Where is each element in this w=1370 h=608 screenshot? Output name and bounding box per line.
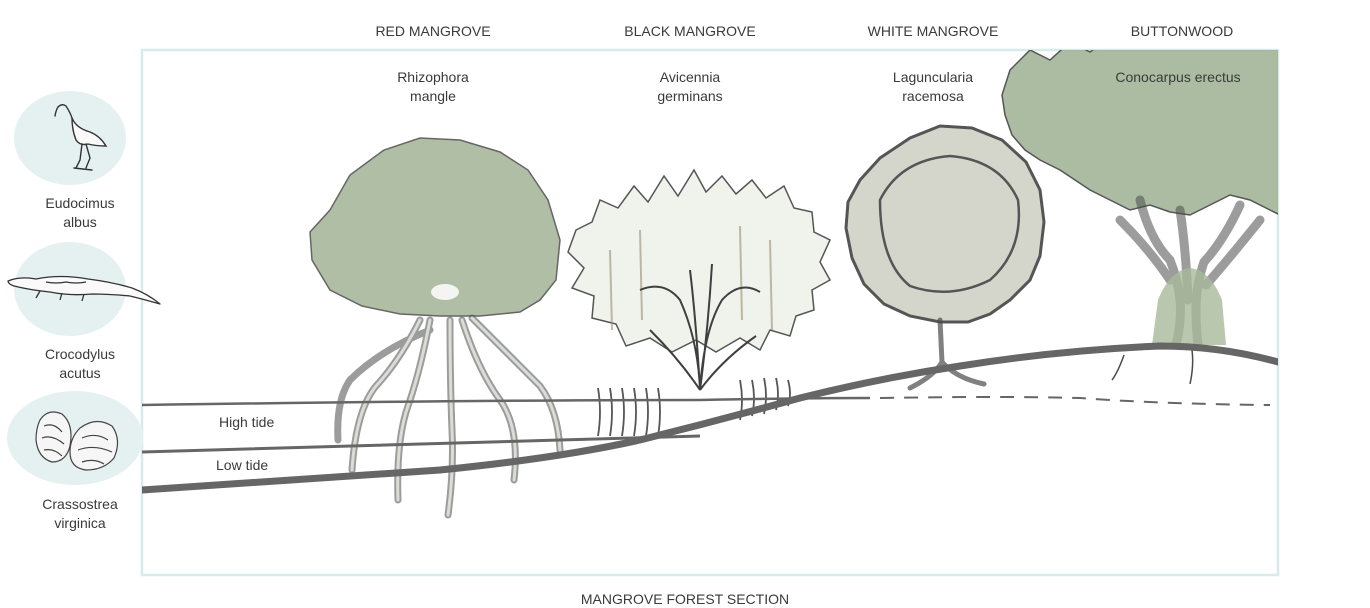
fauna-label-ibis: Eudocimus albus	[15, 194, 145, 232]
fauna-circle-ibis	[14, 91, 126, 185]
white-mangrove-tree	[846, 126, 1044, 388]
species-name-buttonwood: BUTTONWOOD	[1102, 22, 1262, 41]
species-scientific-name-buttonwood: Conocarpus erectus	[1103, 68, 1253, 87]
dashed-high-tide-line	[880, 397, 1270, 405]
low-tide-label: Low tide	[216, 456, 268, 475]
section-title: MANGROVE FOREST SECTION	[535, 590, 835, 608]
species-name-black-mangrove: BLACK MANGROVE	[610, 22, 770, 41]
ground-line	[142, 346, 1278, 490]
high-tide-label: High tide	[219, 413, 274, 432]
black-mangrove-tree	[568, 170, 830, 436]
species-scientific-name-white-mangrove: Laguncularia racemosa	[858, 68, 1008, 106]
species-name-white-mangrove: WHITE MANGROVE	[853, 22, 1013, 41]
fauna-label-oyster: Crassostrea virginica	[15, 495, 145, 533]
species-name-red-mangrove: RED MANGROVE	[353, 22, 513, 41]
species-scientific-name-red-mangrove: Rhizophora mangle	[358, 68, 508, 106]
species-scientific-name-black-mangrove: Avicennia germinans	[615, 68, 765, 106]
fauna-label-crocodile: Crocodylus acutus	[15, 345, 145, 383]
